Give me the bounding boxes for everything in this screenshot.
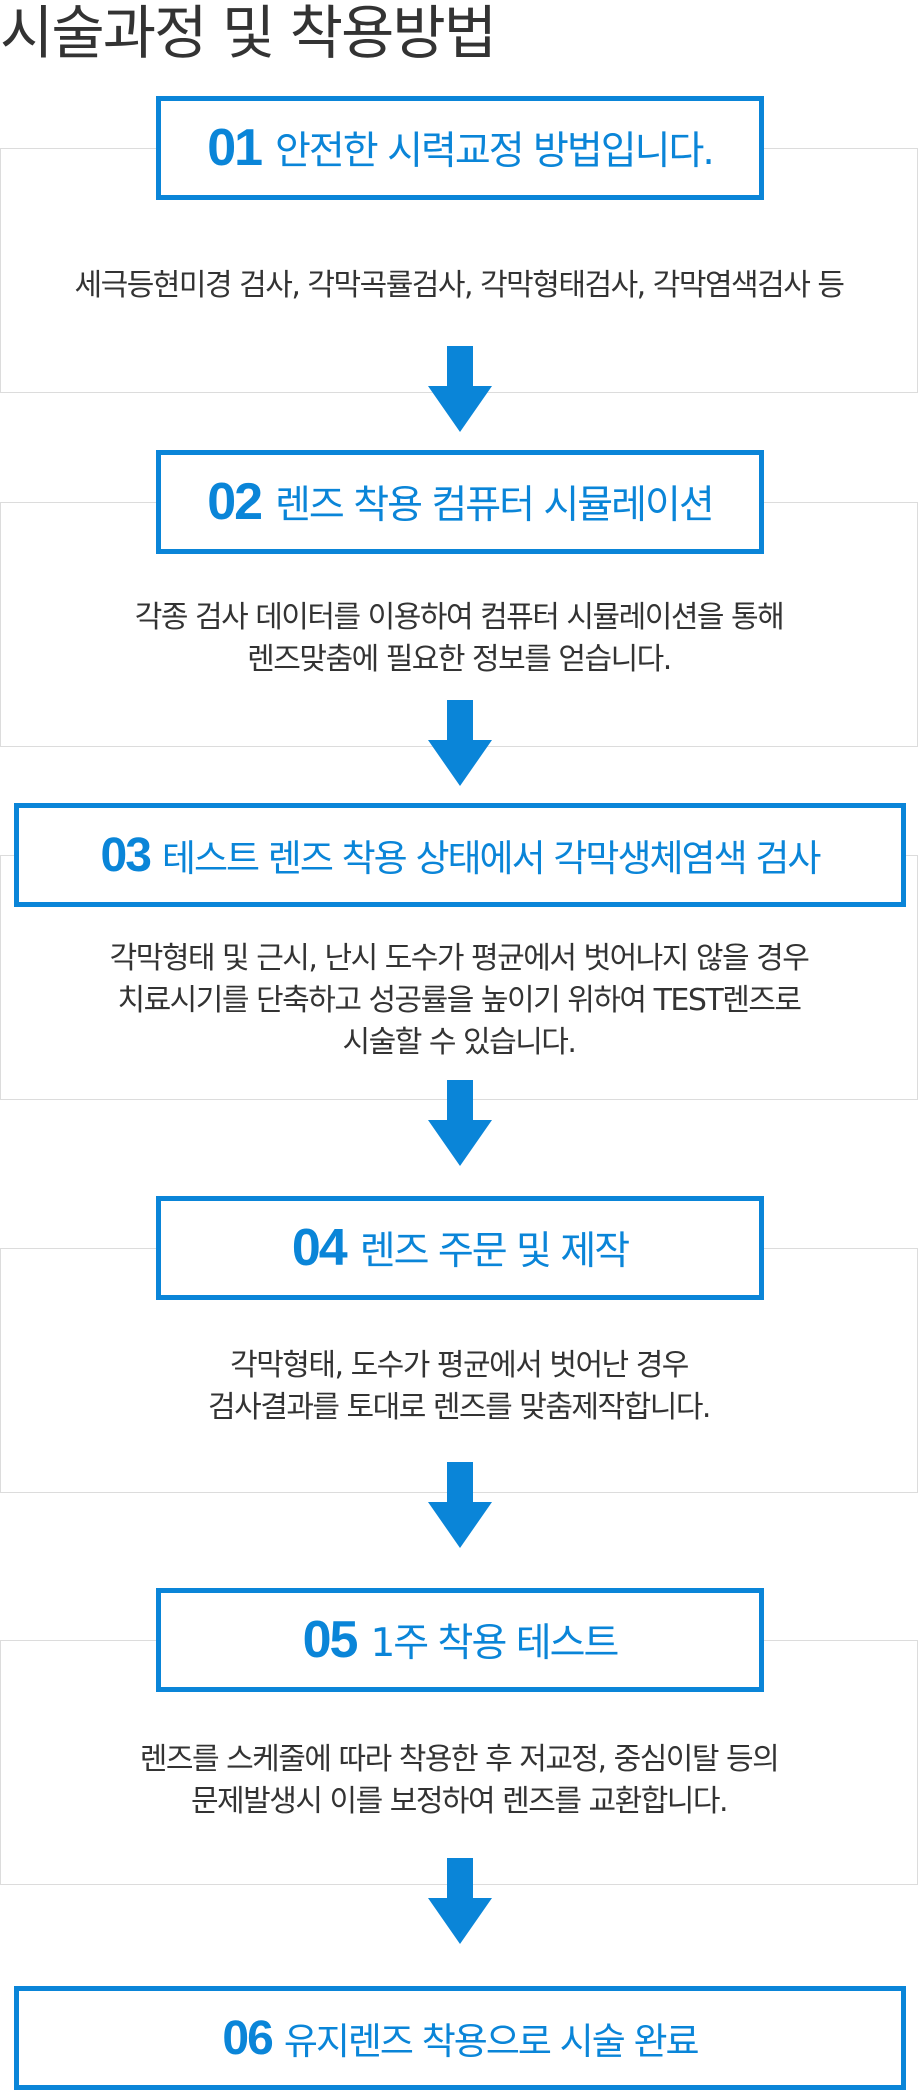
step-header-04: 04 렌즈 주문 및 제작: [156, 1196, 764, 1300]
arrow-down-icon: [428, 700, 492, 786]
step-number: 05: [302, 1611, 359, 1669]
step-title: 1주 착용 테스트: [370, 1621, 619, 1666]
step-title: 안전한 시력교정 방법입니다.: [275, 129, 715, 174]
step-number: 01: [207, 119, 263, 177]
step-number: 06: [222, 2011, 273, 2065]
arrow-down-icon: [428, 1080, 492, 1166]
step-title: 유지렌즈 착용으로 시술 완료: [283, 2020, 700, 2063]
step-header-06: 06 유지렌즈 착용으로 시술 완료: [14, 1986, 906, 2090]
step-number: 03: [100, 828, 152, 882]
step-number: 02: [207, 473, 263, 531]
arrow-down-icon: [428, 1462, 492, 1548]
step-description: 각막형태, 도수가 평균에서 벗어난 경우 검사결과를 토대로 렌즈를 맞춤제작…: [208, 1348, 711, 1425]
step-header-05: 05 1주 착용 테스트: [156, 1588, 764, 1692]
step-number: 04: [291, 1219, 348, 1277]
page-title: 시술과정 및 착용방법: [0, 0, 497, 67]
step-title: 렌즈 주문 및 제작: [359, 1229, 630, 1274]
step-header-02: 02 렌즈 착용 컴퓨터 시뮬레이션: [156, 450, 764, 554]
arrow-down-icon: [428, 346, 492, 432]
step-header-03: 03 테스트 렌즈 착용 상태에서 각막생체염색 검사: [14, 803, 906, 907]
step-title: 렌즈 착용 컴퓨터 시뮬레이션: [275, 483, 715, 528]
step-header-01: 01 안전한 시력교정 방법입니다.: [156, 96, 764, 200]
step-title: 테스트 렌즈 착용 상태에서 각막생체염색 검사: [161, 837, 822, 880]
step-description: 렌즈를 스케줄에 따라 착용한 후 저교정, 중심이탈 등의 문제발생시 이를 …: [139, 1742, 780, 1819]
step-description: 세극등현미경 검사, 각막곡률검사, 각막형태검사, 각막염색검사 등: [74, 268, 846, 303]
step-description: 각막형태 및 근시, 난시 도수가 평균에서 벗어나지 않을 경우 치료시기를 …: [109, 941, 810, 1060]
arrow-down-icon: [428, 1858, 492, 1944]
step-description: 각종 검사 데이터를 이용하여 컴퓨터 시뮬레이션을 통해 렌즈맞춤에 필요한 …: [134, 600, 785, 677]
